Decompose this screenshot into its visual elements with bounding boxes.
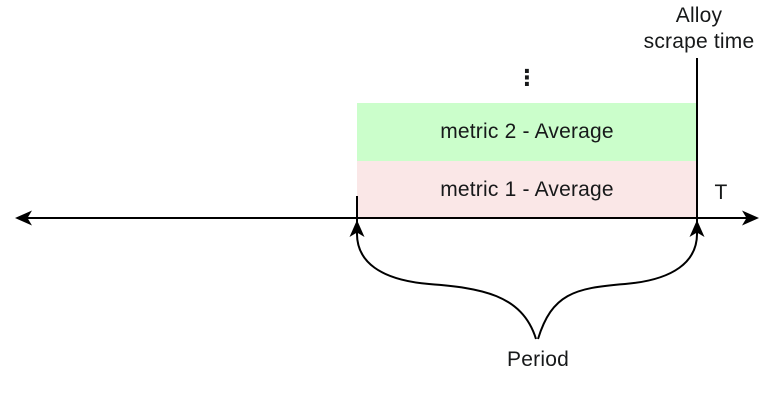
period-brace-left-curve: [355, 231, 537, 340]
metric2-average-box: metric 2 - Average: [357, 103, 697, 161]
metric2-average-label: metric 2 - Average: [440, 120, 614, 143]
scrape-time-label-line1: Alloy: [675, 4, 723, 27]
time-axis-label: T: [714, 181, 728, 204]
scrape-time-label: Alloy scrape time: [599, 3, 776, 55]
metric1-average-box: metric 1 - Average: [357, 161, 697, 218]
metric1-average-label: metric 1 - Average: [440, 177, 614, 201]
brace-arrowhead-left-icon: [349, 220, 365, 237]
axis-arrowhead-left-icon: [15, 210, 32, 226]
period-label: Period: [507, 348, 569, 371]
more-metrics-ellipsis-icon: ⋮: [515, 65, 539, 90]
brace-arrowhead-right-icon: [689, 220, 705, 237]
axis-arrowhead-right-icon: [742, 210, 759, 226]
scrape-time-label-line2: scrape time: [643, 30, 755, 53]
period-brace-right-curve: [537, 231, 699, 340]
